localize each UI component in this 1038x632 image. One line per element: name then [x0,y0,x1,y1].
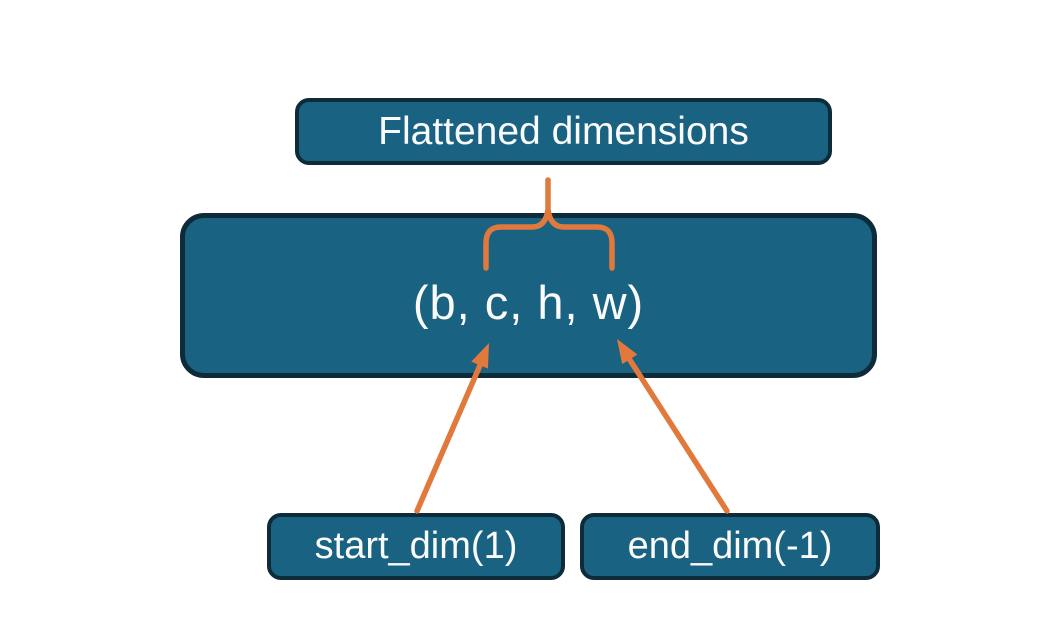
end-dim-box: end_dim(-1) [580,513,880,580]
tensor-shape-box: (b, c, h, w) [180,213,877,378]
end-dim-label: end_dim(-1) [627,525,833,567]
start-dim-label: start_dim(1) [314,525,518,567]
flattened-dimensions-box: Flattened dimensions [295,98,832,165]
tensor-shape-label: (b, c, h, w) [412,276,645,329]
start-dim-box: start_dim(1) [267,513,565,580]
flattened-dimensions-label: Flattened dimensions [378,109,749,153]
